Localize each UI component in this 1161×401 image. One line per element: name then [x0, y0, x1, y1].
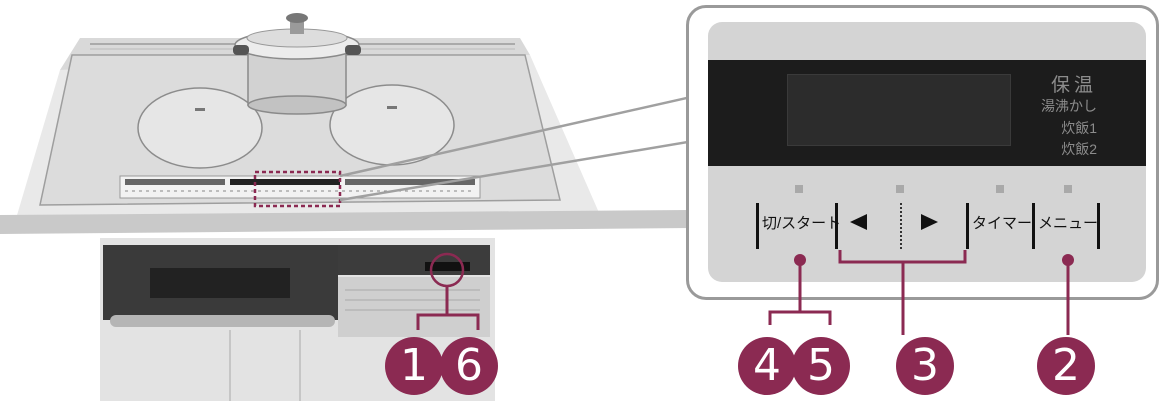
oven-window	[150, 268, 290, 298]
right-arrow-icon[interactable]	[921, 214, 938, 230]
badge-5: 5	[792, 337, 850, 395]
led-timer	[996, 185, 1004, 193]
callout-dot-menu	[1062, 254, 1074, 266]
oven-handle	[110, 315, 335, 327]
lcd-screen	[787, 74, 1011, 146]
badge-1: 1	[385, 337, 443, 395]
led-arrows	[896, 185, 904, 193]
callout-dot-off-start	[794, 254, 806, 266]
burner-left	[138, 88, 262, 168]
strip-display-left	[125, 179, 225, 185]
mode-rice-1: 炊飯1	[987, 118, 1097, 138]
badge-2: 2	[1037, 337, 1095, 395]
badge-6: 6	[440, 337, 498, 395]
mode-keep-warm: 保温	[987, 70, 1097, 97]
badge-3: 3	[896, 337, 954, 395]
badge-4: 4	[738, 337, 796, 395]
off-start-button[interactable]: 切/スタート	[762, 212, 841, 233]
mode-rice-2: 炊飯2	[987, 139, 1097, 159]
left-arrow-icon[interactable]	[850, 214, 867, 230]
led-off-start	[795, 185, 803, 193]
cooktop-illustration	[0, 0, 690, 401]
strip-display-center	[230, 179, 340, 185]
pot	[233, 13, 361, 114]
mode-boil-water: 湯沸かし	[987, 96, 1097, 116]
menu-button[interactable]: メニュー	[1038, 212, 1098, 233]
timer-button[interactable]: タイマー	[972, 212, 1032, 233]
callout-lines	[700, 240, 1120, 340]
drawer	[338, 277, 490, 337]
burner-right	[330, 85, 454, 165]
led-menu	[1064, 185, 1072, 193]
